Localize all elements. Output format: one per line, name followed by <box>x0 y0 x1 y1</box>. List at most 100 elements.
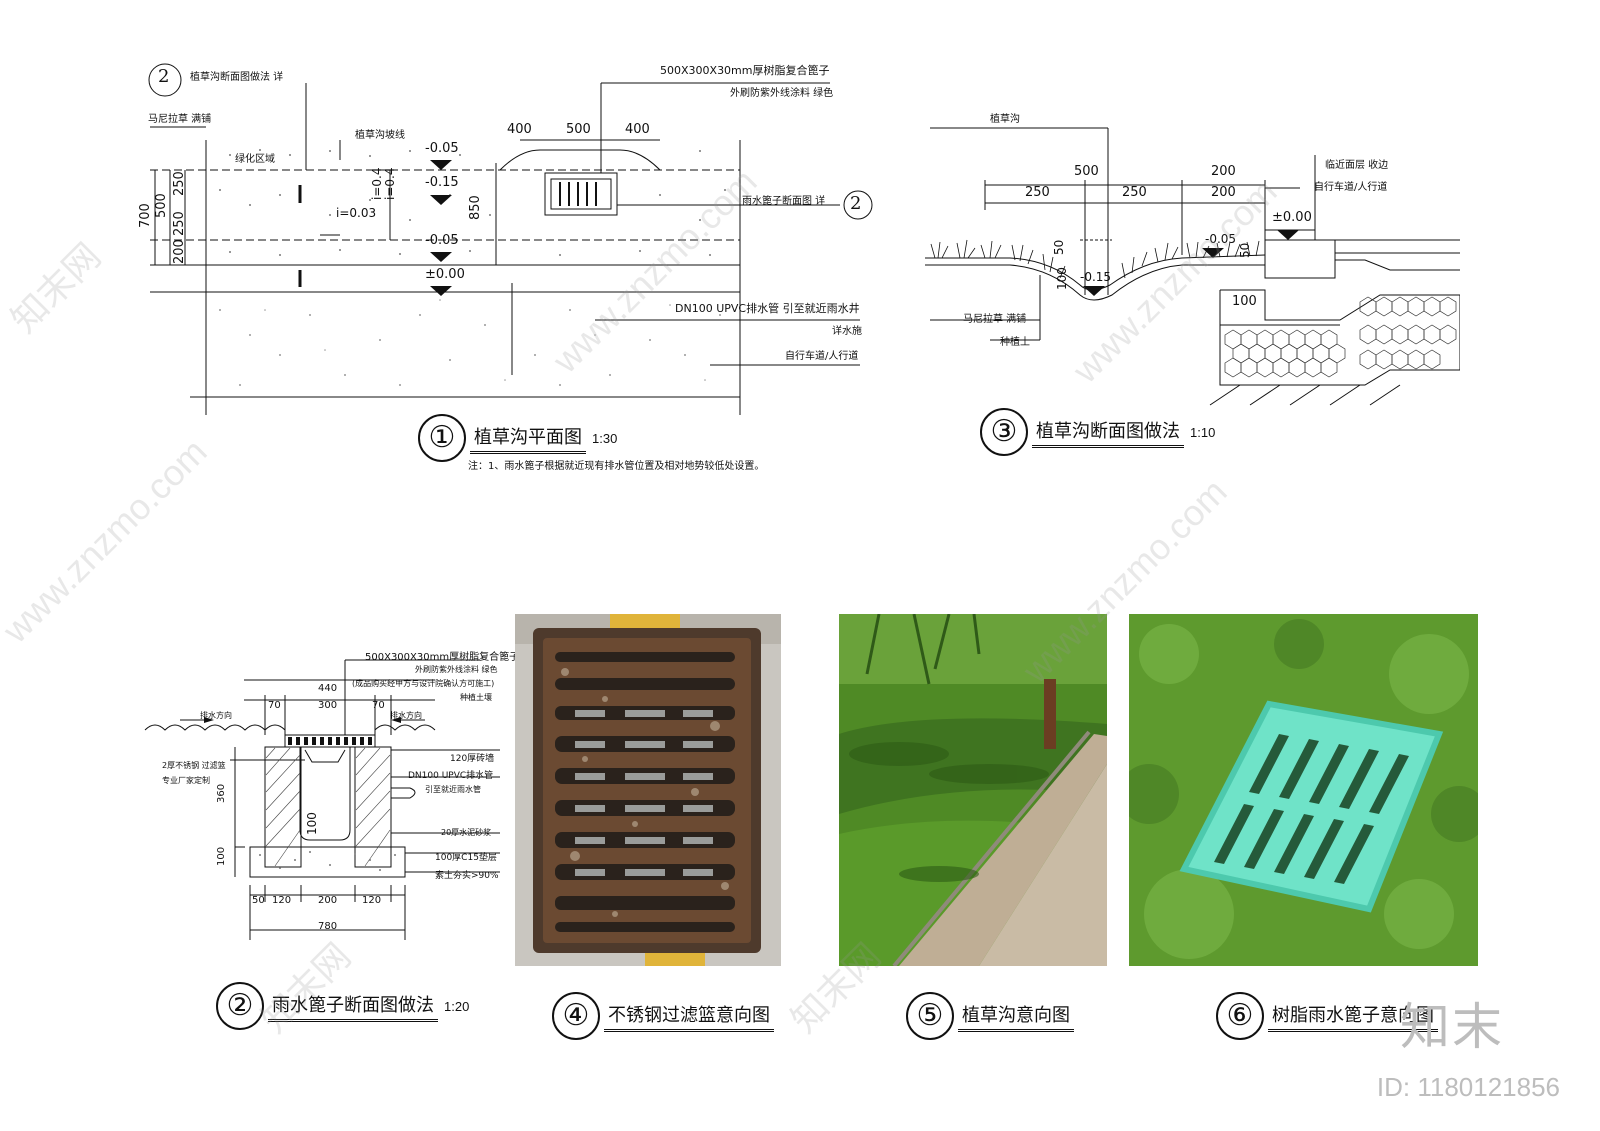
section2-flow-right: 排水方向 <box>390 711 422 720</box>
section2-pipe: DN100 UPVC排水管 <box>408 771 494 781</box>
section2-dim-440: 440 <box>318 683 338 694</box>
section2-mortar: 20厚水泥砂浆 <box>441 828 492 837</box>
plan-dim-850: 850 <box>468 195 483 220</box>
watermark-brand-1: 知末网 <box>3 235 109 341</box>
plan-caption-title: 植草沟平面图 <box>470 423 586 454</box>
section2-caption: ② 雨水篦子断面图做法 1:20 <box>216 982 469 1030</box>
section2-caption-scale: 1:20 <box>444 998 470 1014</box>
plan-road-label: 自行车道/人行道 <box>785 351 859 362</box>
section3-dim-250a: 250 <box>1025 185 1050 200</box>
section2-coat-note: (成品购买经甲方与设计院确认方可施工) <box>352 679 495 688</box>
section3-elev-0: ±0.00 <box>1272 210 1312 225</box>
section2-basket-note: 专业厂家定制 <box>162 776 210 785</box>
section2-dim-780: 780 <box>318 921 338 932</box>
plan-dim-250a: 250 <box>172 171 187 196</box>
section3-dim-50b: 50 <box>1238 242 1252 258</box>
plan-grate-ref: 雨水篦子断面图 详 <box>742 196 826 207</box>
section3-dim-200a: 200 <box>1211 164 1236 179</box>
section2-basket: 2厚不锈钢 过滤篮 <box>162 761 226 770</box>
plan-pipe-ref: 详水施 <box>832 326 862 337</box>
plan-dim-250b: 250 <box>172 211 187 236</box>
section2-dim-120b: 120 <box>362 895 382 906</box>
plan-elev-c: -0.05 <box>425 233 459 248</box>
plan-grate-spec: 500X300X30mm厚树脂复合篦子 <box>660 64 830 77</box>
photo4-caption-number: ④ <box>552 992 600 1040</box>
plan-green-area-label: 绿化区域 <box>235 154 275 165</box>
photo-stainless-grate <box>515 614 781 966</box>
section2-coat: 外刷防紫外线涂料 绿色 <box>415 665 498 674</box>
plan-elev-b: -0.15 <box>425 175 459 190</box>
section2-dim-50: 50 <box>252 895 265 906</box>
photo-resin-grate <box>1129 614 1478 966</box>
section3-road-label: 自行车道/人行道 <box>1314 182 1388 193</box>
plan-ref-label: 植草沟断面图做法 详 <box>190 72 284 83</box>
plan-elev-a: -0.05 <box>425 141 459 156</box>
section2-dim-120a: 120 <box>272 895 292 906</box>
section2-spec: 500X300X30mm厚树脂复合篦子 <box>365 652 520 663</box>
section3-dim-50a: 50 <box>1052 239 1066 255</box>
section3-elev-b: -0.15 <box>1080 270 1112 284</box>
plan-elev-d: ±0.00 <box>425 267 465 282</box>
section2-drawing <box>144 659 500 940</box>
section3-dim-100b: 100 <box>1232 294 1257 309</box>
plan-drawing <box>148 63 873 415</box>
photo5-caption-title: 植草沟意向图 <box>958 1001 1074 1032</box>
section3-caption: ③ 植草沟断面图做法 1:10 <box>980 408 1215 456</box>
plan-grate-coat: 外刷防紫外线涂料 绿色 <box>730 88 834 99</box>
section2-wall: 120厚砖墙 <box>450 754 495 764</box>
watermark-id: ID: 1180121856 <box>1376 1072 1560 1102</box>
section2-pipe-note: 引至就近雨水管 <box>425 785 481 794</box>
photo6-caption-title: 树脂雨水篦子意向图 <box>1268 1001 1438 1032</box>
section3-caption-title: 植草沟断面图做法 <box>1032 417 1184 448</box>
section3-dim-200b: 200 <box>1211 185 1236 200</box>
section3-dim-250b: 250 <box>1122 185 1147 200</box>
photo6-caption: ⑥ 树脂雨水篦子意向图 <box>1216 992 1438 1040</box>
photo4-caption-title: 不锈钢过滤篮意向图 <box>604 1001 774 1032</box>
plan-caption-number: ① <box>418 414 466 462</box>
plan-caption-scale: 1:30 <box>592 430 618 446</box>
section3-top-label: 植草沟 <box>990 114 1020 125</box>
section3-soil-label: 种植土 <box>1000 337 1030 348</box>
section2-dim-70a: 70 <box>268 700 281 711</box>
plan-note: 注：1、雨水篦子根据就近现有排水管位置及相对地势较低处设置。 <box>468 461 765 472</box>
photo5-caption: ⑤ 植草沟意向图 <box>906 992 1074 1040</box>
plan-dim-200: 200 <box>172 239 187 264</box>
photo-grass-swale <box>839 614 1107 966</box>
section2-dim-70b: 70 <box>372 700 385 711</box>
photo6-caption-number: ⑥ <box>1216 992 1264 1040</box>
plan-slope-1: i=0.03 <box>336 206 377 220</box>
section2-soil: 种植土壤 <box>460 693 492 702</box>
section3-dim-500: 500 <box>1074 164 1099 179</box>
section3-edge-label: 临近面层 收边 <box>1325 160 1389 171</box>
plan-caption: ① 植草沟平面图 1:30 <box>418 414 617 462</box>
watermark-logo: 知末 <box>1400 998 1504 1056</box>
plan-grass-label: 马尼拉草 满铺 <box>148 114 212 125</box>
section2-caption-number: ② <box>216 982 264 1030</box>
watermark-site-3: www.znzmo.com <box>0 430 215 651</box>
plan-slope-2: i=0.4 <box>370 167 384 200</box>
plan-dim-400b: 400 <box>625 122 650 137</box>
section2-dim-360: 360 <box>216 783 227 803</box>
section3-dim-100a: 100 <box>1055 267 1069 290</box>
plan-ref-num: 2 <box>158 66 170 87</box>
section3-caption-scale: 1:10 <box>1190 424 1216 440</box>
section3-elev-a: -0.05 <box>1205 232 1237 246</box>
section2-dim-300: 300 <box>318 700 338 711</box>
photo5-caption-number: ⑤ <box>906 992 954 1040</box>
section3-grass-label: 马尼拉草 满铺 <box>963 314 1027 325</box>
plan-pipe-label: DN100 UPVC排水管 引至就近雨水井 <box>675 302 860 315</box>
section2-cushion: 100厚C15垫层 <box>435 853 497 863</box>
section2-compact: 素土夯实>90% <box>435 871 499 881</box>
section2-dim-200: 200 <box>318 895 338 906</box>
section2-dim-100v: 100 <box>216 846 227 866</box>
section2-flow-left: 排水方向 <box>200 711 232 720</box>
photo4-caption: ④ 不锈钢过滤篮意向图 <box>552 992 774 1040</box>
section2-dim-100in: 100 <box>305 812 319 835</box>
section3-caption-number: ③ <box>980 408 1028 456</box>
plan-dim-500: 500 <box>566 122 591 137</box>
plan-slope-3: i=0.4 <box>383 167 397 200</box>
plan-dim-500v: 500 <box>154 193 169 218</box>
section2-caption-title: 雨水篦子断面图做法 <box>268 991 438 1022</box>
plan-dim-400a: 400 <box>507 122 532 137</box>
